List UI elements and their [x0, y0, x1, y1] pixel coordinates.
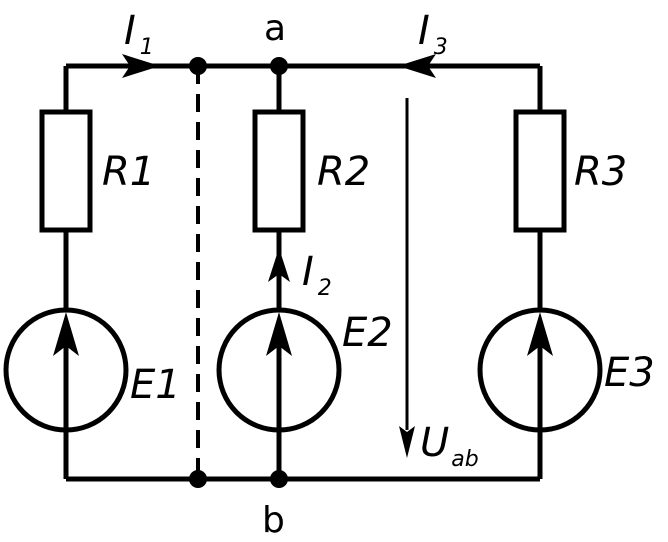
current-i1-subscript: 1 [140, 35, 154, 60]
source-e3-label: E3 [604, 350, 655, 396]
current-i1-arrow [122, 54, 160, 78]
voltage-uab-symbol: U [420, 420, 449, 466]
junction-dot-bottom-dashed [189, 470, 207, 488]
current-i3-symbol: I [418, 8, 430, 54]
voltage-uab-label: Uab [420, 420, 479, 472]
junction-dot-a [270, 57, 288, 75]
resistor-r1-label: R1 [102, 149, 155, 195]
current-i2-arrow [268, 248, 290, 282]
current-i1-symbol: I [124, 8, 136, 54]
current-i3-subscript: 3 [434, 35, 448, 60]
branch-3 [477, 66, 603, 479]
resistor-r1 [39, 109, 93, 233]
current-i2-symbol: I [302, 249, 314, 295]
source-e1-label: E1 [130, 362, 181, 408]
source-e1-arrow [53, 312, 79, 356]
resistor-r2 [252, 109, 306, 233]
node-b-label: b [262, 500, 285, 541]
source-e3-arrow [527, 312, 553, 356]
junction-dot-b [270, 470, 288, 488]
current-i2-subscript: 2 [318, 276, 332, 301]
junction-dot-top-dashed [189, 57, 207, 75]
voltage-uab-subscript: ab [451, 447, 478, 472]
source-e2-label: E2 [342, 310, 393, 356]
resistor-r2-label: R2 [317, 149, 370, 195]
source-e2-arrow [266, 312, 292, 356]
branch-1 [3, 66, 129, 479]
resistor-r3-label: R3 [574, 149, 627, 195]
node-a-label: a [264, 8, 286, 49]
resistor-r3 [513, 109, 567, 233]
current-i3-arrow [398, 54, 436, 78]
voltage-uab-arrowhead [399, 426, 415, 458]
branch-2 [216, 66, 342, 479]
